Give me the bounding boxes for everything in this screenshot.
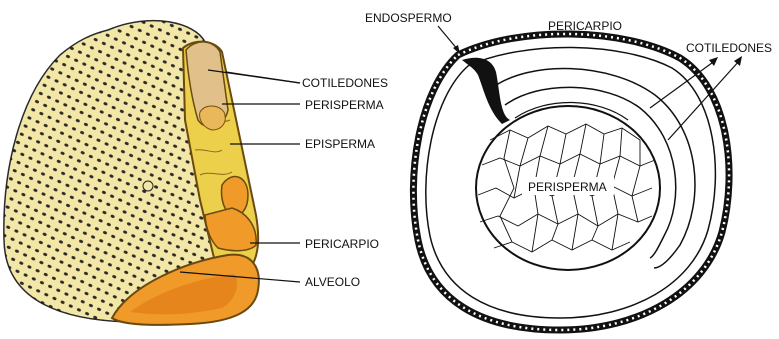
left-hilum-mark bbox=[143, 181, 153, 191]
right-label-pericarpio: PERICARPIO bbox=[548, 19, 622, 33]
left-label-cotiledones: COTILEDONES bbox=[302, 76, 388, 90]
right-seed-section: PERISPERMA ENDOSPERMO PERICARPIO COTILED… bbox=[365, 11, 772, 330]
left-seed-illustration: COTILEDONES PERISPERMA EPISPERMA PERICAR… bbox=[4, 21, 388, 325]
left-label-alveolo: ALVEOLO bbox=[305, 275, 360, 289]
right-label-endospermo: ENDOSPERMO bbox=[365, 11, 452, 25]
right-label-cotiledones: COTILEDONES bbox=[686, 41, 772, 55]
left-label-episperma: EPISPERMA bbox=[305, 137, 375, 151]
left-label-pericarpio: PERICARPIO bbox=[305, 237, 379, 251]
right-label-perisperma: PERISPERMA bbox=[528, 180, 607, 194]
left-label-perisperma: PERISPERMA bbox=[305, 98, 384, 112]
